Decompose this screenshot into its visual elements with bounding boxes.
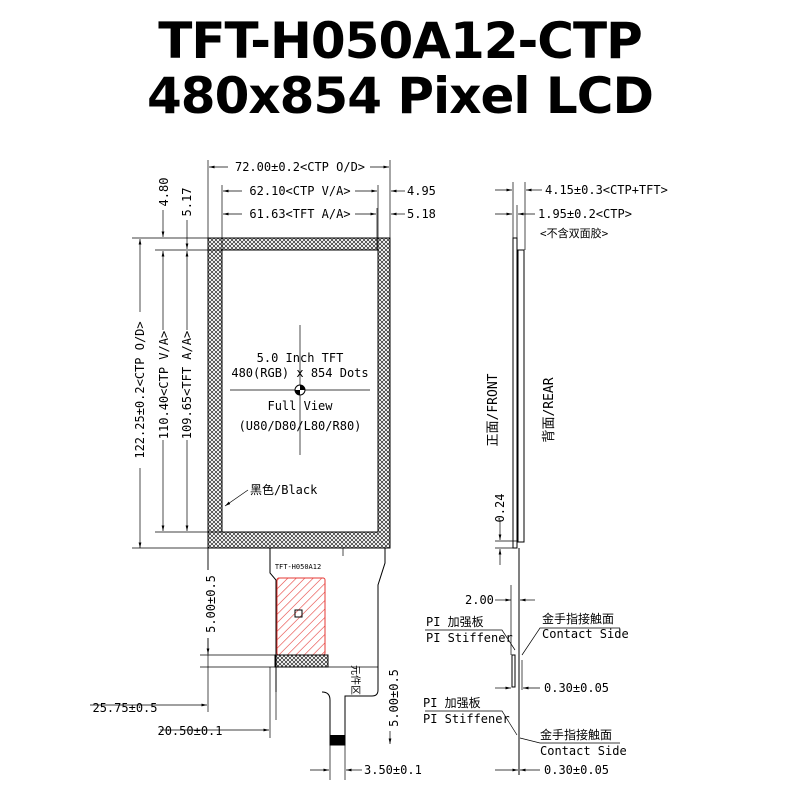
dim-fpc-thickness-1: 0.30±0.05 <box>544 681 609 695</box>
dim-tail-offset: 2.00 <box>465 593 494 607</box>
contact-cn-1: 金手指接触面 <box>542 611 614 626</box>
dim-ctp-thickness: 1.95±0.2<CTP> <box>538 207 632 221</box>
dim-fpc-thickness-2: 0.30±0.05 <box>544 763 609 777</box>
contact-en-1: Contact Side <box>542 627 629 641</box>
border-color-label: 黑色/Black <box>250 483 318 497</box>
rear-label: 背面/REAR <box>542 377 557 442</box>
dim-right-margin-aa: 5.18 <box>407 207 436 221</box>
view-angle-values: (U80/D80/L80/R80) <box>239 419 362 433</box>
side-view <box>425 182 620 775</box>
dim-tail-width: 3.50±0.1 <box>364 763 422 777</box>
front-panel <box>207 237 391 549</box>
stiffener-cn-2: PI 加强板 <box>423 696 481 710</box>
contact-cn-2: 金手指接触面 <box>540 727 612 742</box>
dim-right-margin-va: 4.95 <box>407 184 436 198</box>
title-line-2: 480x854 Pixel LCD <box>147 67 653 125</box>
stiffener-cn-1: PI 加强板 <box>426 615 484 629</box>
resolution-text: 480(RGB) x 854 Dots <box>231 366 368 380</box>
fpc-label: TFT-H050A12 <box>275 563 321 571</box>
front-label: 正面/FRONT <box>486 373 501 446</box>
dim-fpc-length: 25.75±0.5 <box>92 701 157 715</box>
fpc-tail <box>269 548 386 746</box>
dim-width-ctp-va: 62.10<CTP V/A> <box>249 184 350 198</box>
contact-en-2: Contact Side <box>540 744 627 758</box>
dim-height-tft-aa: 109.65<TFT A/A> <box>180 331 194 439</box>
dim-total-thickness: 4.15±0.3<CTP+TFT> <box>545 183 668 197</box>
dim-height-ctp-va: 110.40<CTP V/A> <box>157 331 171 439</box>
title-line-1: TFT-H050A12-CTP <box>158 12 641 70</box>
dim-top-margin-aa: 5.17 <box>180 188 194 217</box>
dim-height-ctp-od: 122.25±0.2<CTP O/D> <box>133 321 147 458</box>
view-angle-text: Full View <box>267 399 333 413</box>
dim-stiffener-left: 5.00±0.5 <box>204 575 218 633</box>
center-mark-icon <box>294 384 306 396</box>
dim-gap: 0.24 <box>493 494 507 523</box>
dim-top-margin-va: 4.80 <box>157 178 171 207</box>
panel-size-text: 5.0 Inch TFT <box>257 351 344 365</box>
component-area-label: 元件区 <box>349 665 361 695</box>
dim-stiffener-right: 5.00±0.5 <box>387 669 401 727</box>
dim-fpc-width: 20.50±0.1 <box>157 724 222 738</box>
dim-width-ctp-od: 72.00±0.2<CTP O/D> <box>235 160 365 174</box>
dim-thickness-note: <不含双面胶> <box>540 226 609 240</box>
dim-width-tft-aa: 61.63<TFT A/A> <box>249 207 350 221</box>
stiffener-en-2: PI Stiffener <box>423 712 510 726</box>
stiffener-en-1: PI Stiffener <box>426 631 513 645</box>
